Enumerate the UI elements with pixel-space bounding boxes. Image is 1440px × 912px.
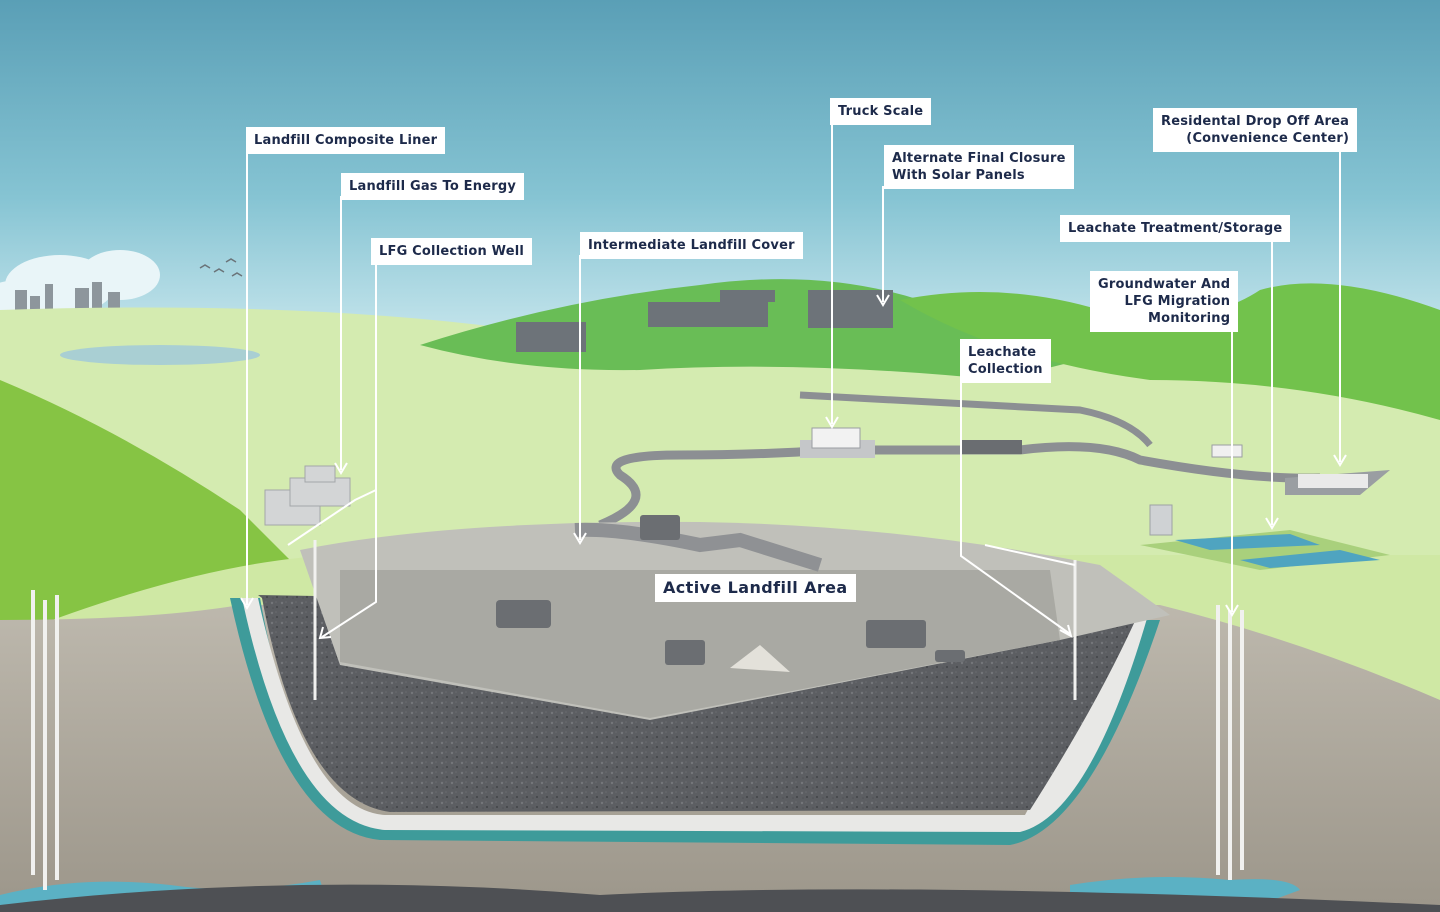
birds	[199, 258, 243, 277]
label-landfill-gas-to-energy[interactable]: Landfill Gas To Energy	[341, 173, 525, 200]
pointer-arrowheads	[240, 294, 1347, 640]
solar-panels	[516, 290, 893, 352]
monitoring-wells-right	[1216, 605, 1244, 880]
label-residential-drop-off[interactable]: Residental Drop Off Area (Convenience Ce…	[1153, 108, 1358, 152]
label-intermediate-landfill-cover[interactable]: Intermediate Landfill Cover	[580, 232, 803, 259]
road-scale	[830, 442, 1321, 483]
pointer-lfg-well	[321, 262, 377, 638]
small-building	[1211, 444, 1243, 458]
bedrock	[0, 884, 1440, 912]
label-alternate-final-closure[interactable]: Alternate Final Closure With Solar Panel…	[884, 145, 1074, 189]
pointer-gas-pipe	[287, 489, 377, 546]
closure-hill	[900, 283, 1440, 420]
pointer-lines	[246, 120, 1341, 638]
leachate-tank	[1149, 504, 1173, 536]
label-landfill-composite-liner[interactable]: Landfill Composite Liner	[246, 127, 446, 154]
road-hill	[799, 391, 1153, 448]
road-entry	[598, 445, 831, 530]
label-leachate-collection[interactable]: Leachate Collection	[960, 339, 1051, 383]
monitoring-wells-left	[31, 590, 59, 890]
leachate-pond-2	[1240, 550, 1380, 568]
equipment	[496, 515, 965, 672]
city-skyline	[15, 282, 120, 310]
road-ramp	[574, 522, 823, 572]
liner-white	[242, 598, 1148, 832]
pointer-leachate-collection	[960, 380, 1071, 635]
pointer-leachate-pipe	[984, 544, 1076, 566]
semi-truck	[960, 440, 1022, 454]
label-active-landfill-area[interactable]: Active Landfill Area	[655, 574, 856, 602]
drop-off-bins	[1298, 474, 1368, 488]
energy-plant	[264, 465, 351, 526]
distant-pond	[60, 345, 260, 365]
label-lfg-collection-well[interactable]: LFG Collection Well	[371, 238, 533, 265]
truck-scale-building	[800, 427, 875, 458]
label-leachate-treatment-storage[interactable]: Leachate Treatment/Storage	[1060, 215, 1291, 242]
leachate-pond-1	[1175, 534, 1320, 550]
label-truck-scale[interactable]: Truck Scale	[830, 98, 932, 125]
label-groundwater-monitoring[interactable]: Groundwater And LFG Migration Monitoring	[1090, 271, 1239, 332]
